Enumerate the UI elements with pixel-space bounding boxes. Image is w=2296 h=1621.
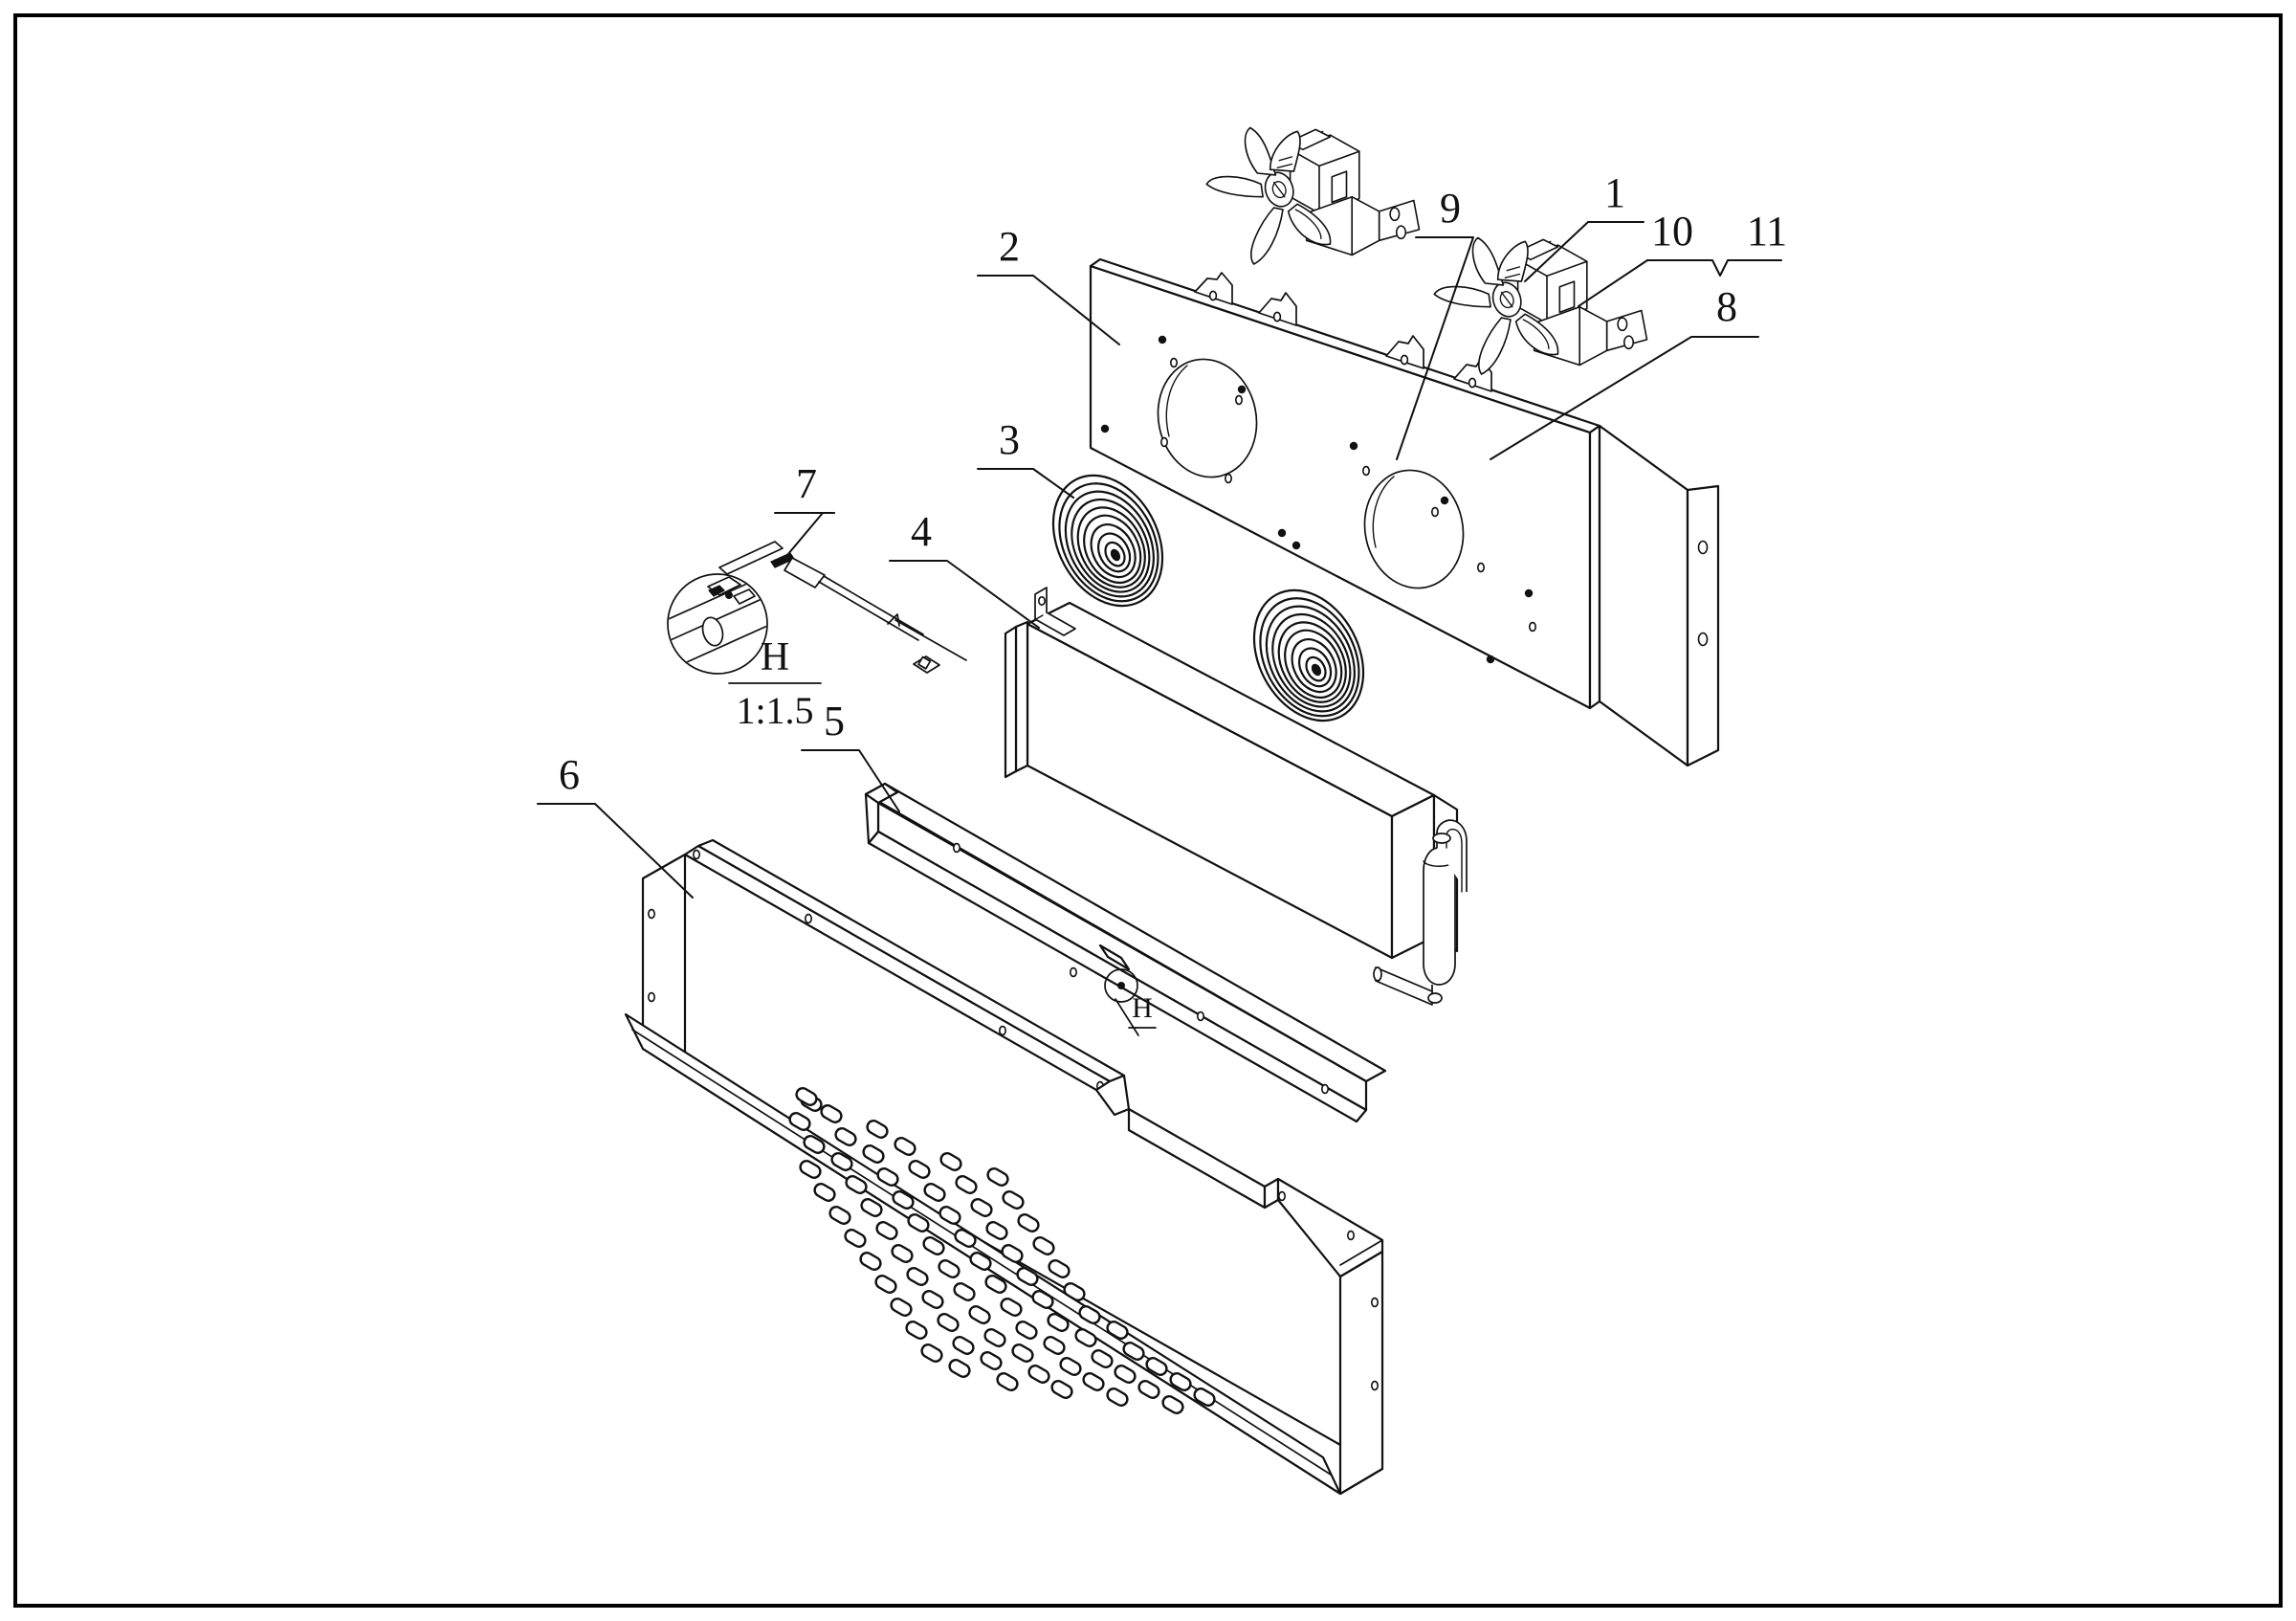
callout-leader-7: 7 (774, 460, 835, 562)
mounting-tab (1258, 292, 1297, 326)
callout-leader-9: 9 (1396, 185, 1474, 460)
detail-view-H: H 1:1.5 (667, 573, 822, 732)
part-front-louver-panel (624, 838, 1384, 1496)
callout-label-1: 1 (1604, 169, 1625, 216)
callout-label-8: 8 (1716, 283, 1737, 330)
callout-label-6: 6 (559, 751, 580, 798)
callout-label-10: 10 (1651, 208, 1693, 255)
callout-leader-10-11: 10 11 (1578, 208, 1787, 307)
sheet-border (13, 13, 2283, 1608)
part-fan-grille-upper (1051, 474, 1164, 608)
detail-marker-H: H (1104, 968, 1157, 1036)
callout-leader-6: 6 (537, 751, 694, 899)
mounting-tab (1194, 272, 1233, 305)
callout-label-9: 9 (1440, 185, 1461, 232)
callout-leader-1: 1 (1524, 169, 1645, 282)
callout-leader-3: 3 (977, 416, 1074, 499)
callout-label-7: 7 (796, 460, 817, 507)
detail-view-scale: 1:1.5 (736, 689, 813, 732)
part-fan-motor-upper (1205, 126, 1421, 265)
callout-label-4: 4 (911, 508, 932, 555)
part-back-panel (1089, 257, 1720, 767)
callout-label-11: 11 (1747, 208, 1787, 255)
callout-leader-5: 5 (801, 698, 900, 812)
fan-opening (1363, 469, 1465, 589)
callout-leader-2: 2 (977, 223, 1120, 345)
part-fan-grille-lower (1252, 588, 1365, 722)
part-sensor-probe (718, 541, 967, 674)
receiver-tank (1373, 819, 1468, 1006)
callout-leader-8: 8 (1490, 283, 1759, 460)
detail-marker-letter: H (1132, 992, 1153, 1024)
fan-opening (1157, 358, 1258, 478)
part-support-rail (864, 782, 1387, 1123)
callout-label-3: 3 (999, 416, 1020, 463)
callout-label-2: 2 (999, 223, 1020, 270)
callout-label-5: 5 (824, 698, 845, 744)
callout-leader-4: 4 (889, 508, 1040, 629)
detail-view-letter: H (761, 635, 789, 679)
mounting-tab (1385, 335, 1424, 369)
